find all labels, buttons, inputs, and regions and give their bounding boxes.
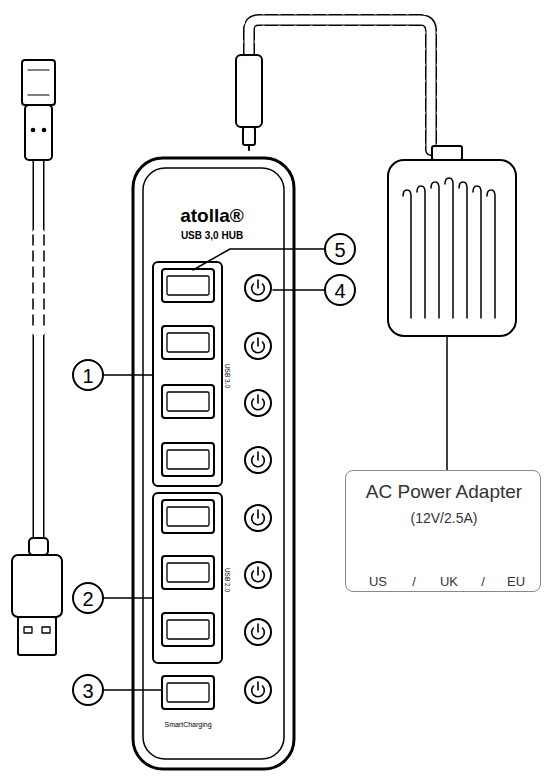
usb-port-inner — [167, 333, 209, 352]
adapter-title: AC Power Adapter — [366, 482, 522, 501]
power-symbol — [257, 567, 259, 575]
callout-number: 4 — [334, 281, 345, 301]
callout-number: 2 — [82, 589, 93, 609]
usb-port-inner — [167, 563, 209, 582]
vent-slot — [473, 186, 481, 318]
power-button — [245, 333, 271, 359]
usb-port — [162, 269, 214, 302]
vent-slot — [431, 182, 439, 318]
usb-port-inner — [167, 507, 209, 526]
power-button — [245, 447, 271, 473]
adapter-label-box: AC Power Adapter (12V/2.5A) US / UK / EU — [345, 470, 541, 592]
power-symbol — [257, 510, 259, 518]
port-group-label: USB 2.0 — [224, 568, 231, 592]
usb-port — [162, 326, 214, 359]
power-button — [245, 275, 271, 301]
power-symbol — [257, 280, 259, 288]
power-symbol — [257, 338, 259, 346]
adapter-rating: (12V/2.5A) — [411, 511, 478, 525]
port-group-label: USB 3.0 — [224, 364, 231, 388]
power-symbol — [257, 682, 259, 690]
separator: / — [481, 575, 485, 588]
power-button — [245, 562, 271, 588]
vent-slot — [445, 178, 453, 318]
vent-slot — [417, 186, 425, 318]
vent-slot — [403, 190, 411, 318]
callout-number: 3 — [82, 681, 93, 701]
usb-port — [162, 613, 214, 646]
hub-body: atolla® USB 3,0 HUB USB 3.0USB 2.0SmartCha… — [133, 158, 294, 769]
power-button — [245, 505, 271, 531]
usb-port-inner — [167, 620, 209, 639]
vent-slot — [487, 190, 495, 318]
power-symbol — [257, 624, 259, 632]
power-symbol — [257, 452, 259, 460]
usb-port — [162, 385, 214, 418]
usb-port — [162, 676, 214, 709]
usb-port-inner — [167, 450, 209, 469]
plug-type: UK — [440, 575, 458, 588]
power-button — [245, 390, 271, 416]
usb-port — [162, 443, 214, 476]
callout-number: 1 — [82, 366, 93, 386]
brand-logo: atolla® — [180, 206, 244, 225]
power-button — [245, 677, 271, 703]
vent-slot — [459, 182, 467, 318]
plug-type: US — [369, 575, 387, 588]
power-button — [245, 619, 271, 645]
usb-port — [162, 556, 214, 589]
separator: / — [412, 575, 416, 588]
product-name: USB 3,0 HUB — [181, 231, 243, 241]
plug-type: EU — [507, 575, 525, 588]
usb-port-inner — [167, 276, 209, 295]
callout-number: 5 — [334, 240, 345, 260]
usb-port-inner — [167, 683, 209, 702]
port-label: SmartCharging — [164, 721, 211, 728]
usb-port — [162, 500, 214, 533]
power-symbol — [257, 395, 259, 403]
usb-port-inner — [167, 392, 209, 411]
